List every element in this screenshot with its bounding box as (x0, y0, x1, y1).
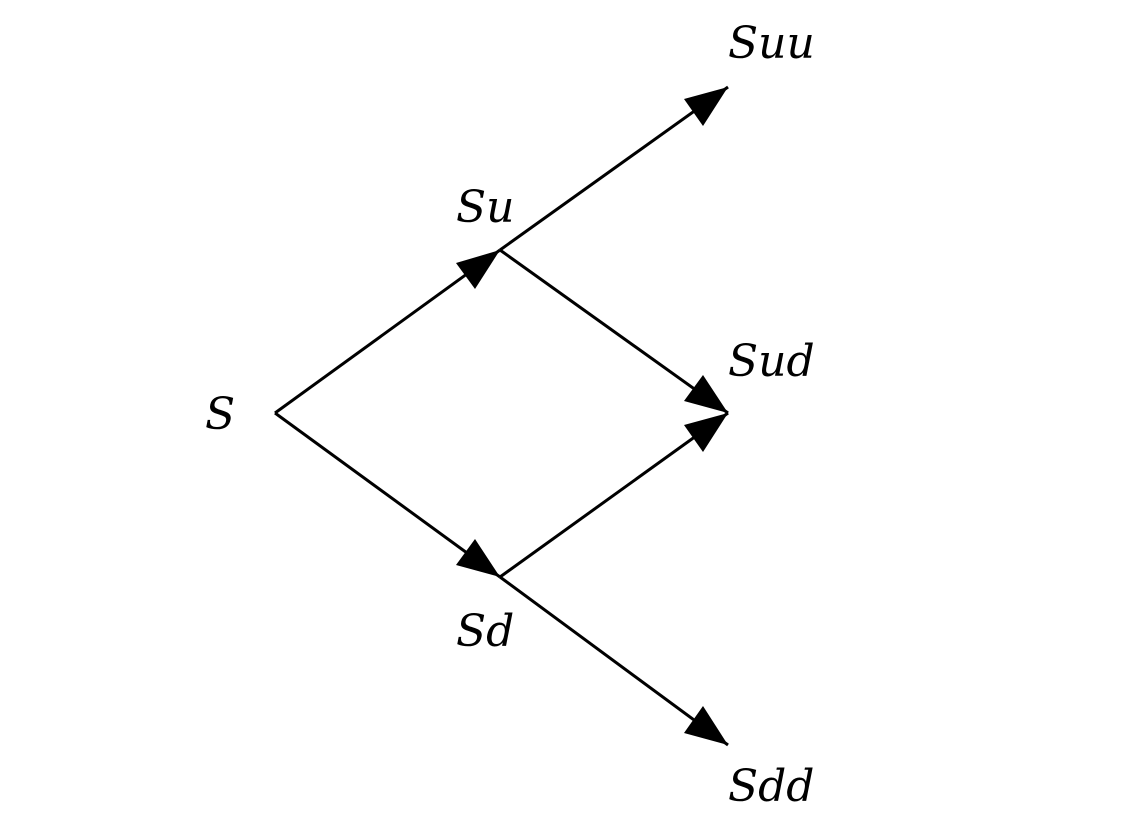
edge-su-suu (499, 85, 729, 252)
node-label-s: S (205, 389, 235, 440)
node-label-sd: Sd (456, 606, 514, 657)
arrowhead-sdd (684, 706, 728, 745)
edge-s-su (274, 248, 501, 415)
node-label-su: Su (456, 182, 514, 233)
arrowhead-su (456, 250, 500, 289)
node-label-sud: Sud (728, 336, 815, 387)
edge-sd-sdd (499, 575, 729, 747)
arrowhead-sd (456, 539, 500, 577)
edge-s-sd (274, 411, 501, 579)
node-label-sdd: Sdd (728, 761, 814, 812)
edge-sd-sud (499, 411, 729, 579)
edge-su-sud (499, 248, 729, 415)
arrowhead-suu (684, 87, 728, 126)
arrowhead-sud-from-su (684, 375, 728, 413)
arrowhead-sud-from-sd (684, 413, 728, 452)
node-label-suu: Suu (728, 18, 815, 69)
